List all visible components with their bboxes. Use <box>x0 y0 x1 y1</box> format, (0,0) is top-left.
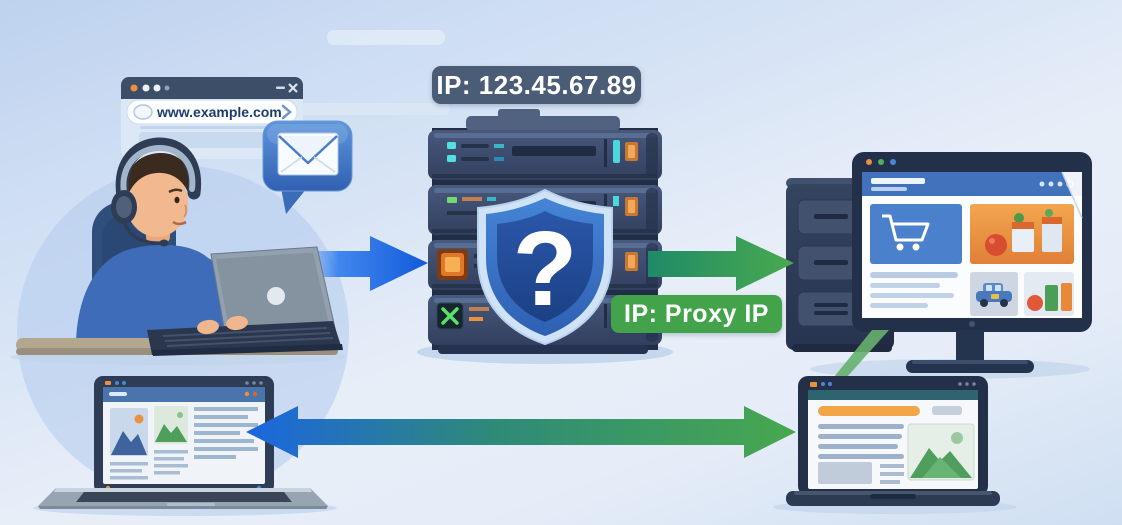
article-image-card <box>110 408 148 456</box>
monitor-laptop-connector <box>834 330 889 377</box>
bottom-left-laptop <box>33 376 337 516</box>
server-unit-1 <box>428 130 662 180</box>
arrow-bidirectional-icon <box>246 406 796 458</box>
window-dot-icon <box>164 85 170 91</box>
headline-bar <box>818 406 920 416</box>
window-dot-icon <box>153 84 161 92</box>
arrow-user-to-proxy-icon <box>290 236 428 291</box>
bezel-dot-blue-icon <box>890 159 896 165</box>
origin-ip-label: IP: 123.45.67.89 <box>432 66 641 104</box>
power-button-icon <box>969 321 975 327</box>
bottom-right-laptop <box>773 376 1017 514</box>
question-mark-icon: ? <box>513 210 578 328</box>
bezel-dot-orange-icon <box>866 159 872 165</box>
email-icon <box>277 132 339 176</box>
address-bar <box>126 99 298 125</box>
arrow-proxy-to-site-icon <box>648 236 794 291</box>
window-dot-orange-icon <box>130 84 138 92</box>
produce-tile <box>1024 272 1074 316</box>
minimize-icon <box>276 86 285 89</box>
laptop-logo-icon <box>267 287 285 305</box>
bezel-dot-green-icon <box>878 159 884 165</box>
user-laptop <box>147 246 343 356</box>
close-icon <box>288 83 298 93</box>
headphones-icon <box>111 137 202 247</box>
article-image-card <box>154 406 188 444</box>
shop-cart-tile <box>870 204 962 264</box>
search-icon <box>133 104 153 120</box>
window-dot-icon <box>142 84 150 92</box>
x-led-icon <box>441 307 459 325</box>
webpage-titlebar <box>808 390 978 400</box>
shield-icon: ? <box>477 188 613 346</box>
groceries-tile <box>970 204 1074 264</box>
button-placeholder <box>932 406 962 415</box>
shopping-cart-icon <box>882 214 930 242</box>
email-bubble <box>262 120 353 214</box>
landscape-image-card <box>907 423 975 481</box>
forward-chevron-icon <box>281 104 292 120</box>
monitor <box>852 152 1092 373</box>
webpage-header <box>103 387 265 402</box>
destination-desktop <box>786 152 1092 379</box>
browser-url-text: www.example.com <box>157 104 282 120</box>
toy-car-tile <box>970 272 1018 316</box>
proxy-ip-label: IP: Proxy IP <box>611 295 782 333</box>
